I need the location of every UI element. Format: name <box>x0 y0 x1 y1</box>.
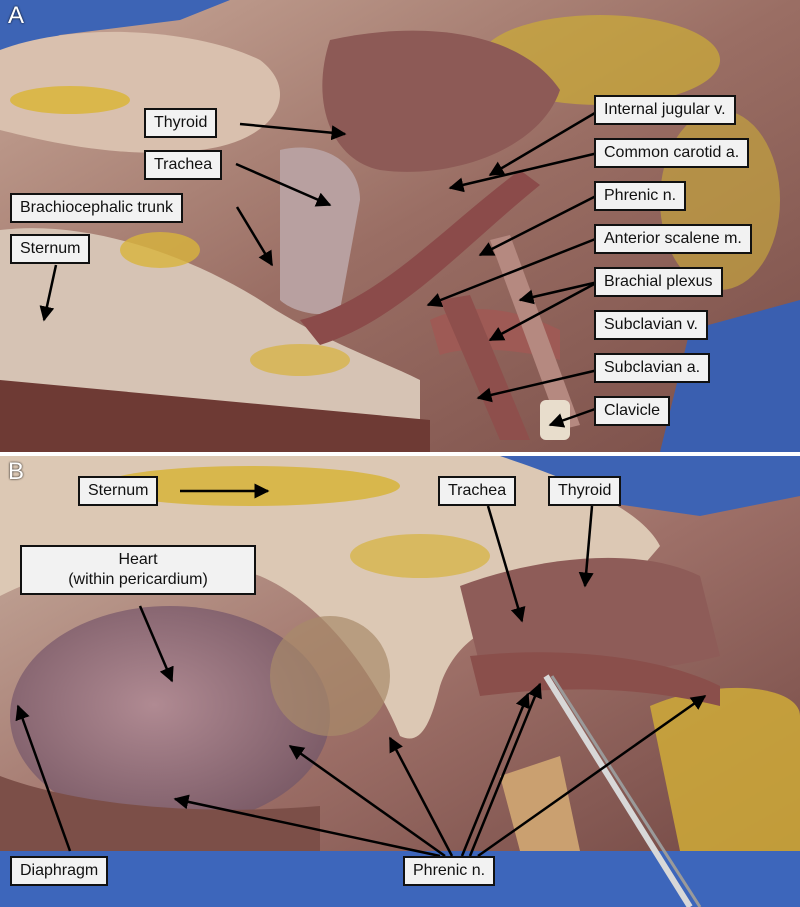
label-brachiocephalic-trunk: Brachiocephalic trunk <box>10 193 183 223</box>
label-phrenic-b: Phrenic n. <box>403 856 496 886</box>
label-thyroid: Thyroid <box>144 108 218 138</box>
label-diaphragm: Diaphragm <box>10 856 109 886</box>
panel-letter-b: B <box>8 458 25 485</box>
label-brachial-plexus: Brachial plexus <box>594 267 723 297</box>
label-common-carotid: Common carotid a. <box>594 138 750 168</box>
panel-letter-a: A <box>8 2 25 29</box>
label-sternum-b: Sternum <box>78 476 159 506</box>
label-anterior-scalene: Anterior scalene m. <box>594 224 752 254</box>
label-subclavian-v: Subclavian v. <box>594 310 708 340</box>
label-internal-jugular: Internal jugular v. <box>594 95 736 125</box>
panel-a: A Thyroid Trachea Brachiocephalic trunk … <box>0 0 800 452</box>
label-sternum: Sternum <box>10 234 91 264</box>
label-phrenic: Phrenic n. <box>594 181 687 211</box>
label-heart-line2: (within pericardium) <box>68 571 208 588</box>
dissection-photo-b <box>0 456 800 907</box>
label-trachea: Trachea <box>144 150 223 180</box>
label-thyroid-b: Thyroid <box>548 476 622 506</box>
label-clavicle: Clavicle <box>594 396 671 426</box>
label-subclavian-a: Subclavian a. <box>594 353 711 383</box>
label-trachea-b: Trachea <box>438 476 517 506</box>
panel-b: B Sternum Trachea Thyroid Heart (within … <box>0 456 800 907</box>
label-heart-line1: Heart <box>118 551 158 568</box>
label-heart: Heart (within pericardium) <box>20 545 256 595</box>
